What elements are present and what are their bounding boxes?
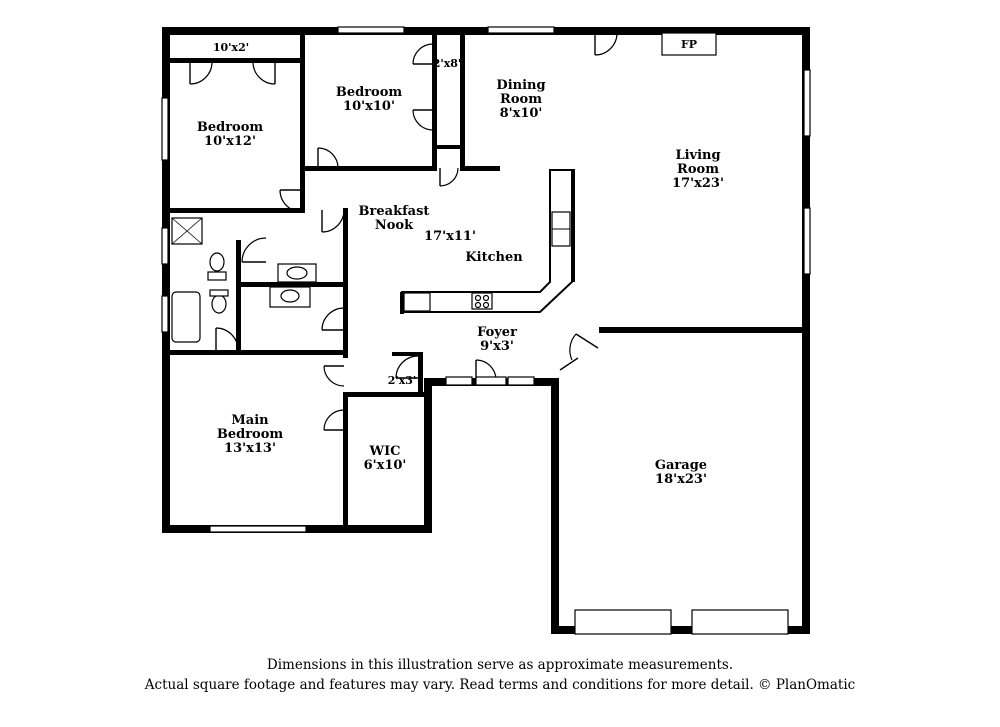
- living-name-1: Living: [675, 148, 720, 163]
- interior-walls: [166, 33, 500, 530]
- doors: [189, 32, 618, 431]
- fireplace-icon: [661, 32, 717, 56]
- breakfast-name-2: Nook: [375, 218, 414, 233]
- closet-2x3-dims: 2'x3': [388, 374, 417, 387]
- main-bedroom-name-2: Bedroom: [217, 427, 284, 442]
- bathtub-icon: [171, 291, 201, 343]
- bath-fixtures: [171, 217, 317, 343]
- fireplace-label: FP: [681, 38, 697, 51]
- kitchen-name: Kitchen: [465, 250, 523, 265]
- bedroom-top-name: Bedroom: [336, 85, 403, 100]
- garage-name: Garage: [655, 458, 707, 473]
- toilet-icon: [209, 252, 225, 272]
- bedroom-left-name: Bedroom: [197, 120, 264, 135]
- bedroom-left-dims: 10'x12': [204, 134, 256, 149]
- closet-2x8-dims: 2'x8': [433, 57, 462, 70]
- foyer-dims: 9'x3': [480, 339, 514, 354]
- kitchen-dims: 17'x11': [424, 229, 476, 244]
- disclaimer-line-1: Dimensions in this illustration serve as…: [266, 657, 734, 673]
- bedroom-top-dims: 10'x10': [343, 99, 395, 114]
- toilet-icon-2: [211, 294, 227, 314]
- breakfast-name-1: Breakfast: [359, 204, 430, 219]
- windows: [161, 26, 811, 635]
- main-bedroom-dims: 13'x13': [224, 441, 276, 456]
- living-dims: 17'x23': [672, 176, 724, 191]
- room-labels: 10'x2' Bedroom 10'x12' Bedroom 10'x10' 2…: [197, 41, 724, 487]
- main-bedroom-name-1: Main: [231, 413, 269, 428]
- disclaimer-line-2: Actual square footage and features may v…: [144, 677, 856, 693]
- dining-dims: 8'x10': [500, 106, 543, 121]
- wic-dims: 6'x10': [364, 458, 407, 473]
- garage-dims: 18'x23': [655, 472, 707, 487]
- foyer-name: Foyer: [477, 325, 517, 340]
- cooktop-icon: [471, 292, 493, 310]
- dining-name-1: Dining: [496, 78, 545, 93]
- kitchen-counters: [400, 169, 575, 314]
- closet-top-dims: 10'x2': [213, 41, 249, 54]
- dining-name-2: Room: [500, 92, 542, 107]
- living-name-2: Room: [677, 162, 719, 177]
- wic-name: WIC: [368, 444, 400, 459]
